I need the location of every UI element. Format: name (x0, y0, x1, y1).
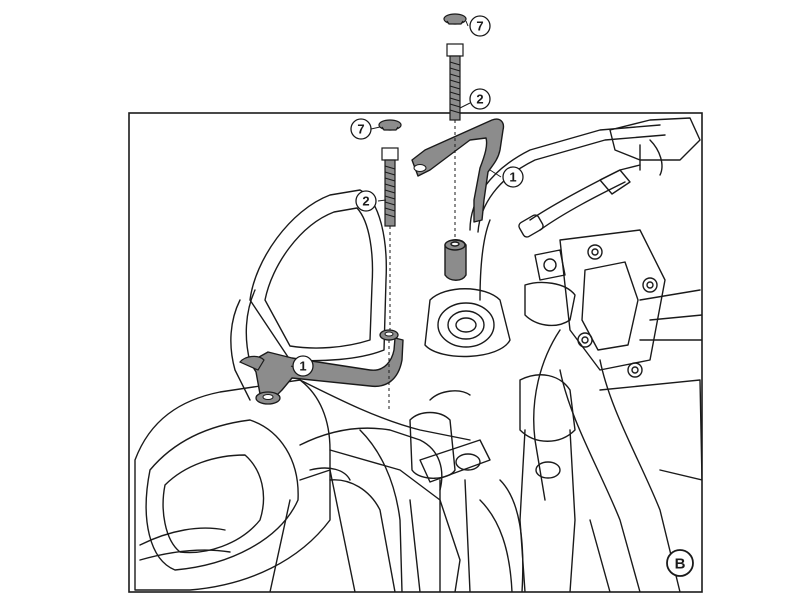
callout-7-top: 7 (469, 15, 491, 37)
callout-7-left-label: 7 (357, 122, 364, 137)
right-bracket (411, 118, 505, 223)
callout-2-left-label: 2 (362, 194, 369, 209)
callout-2-top: 2 (469, 88, 491, 110)
left-bracket (239, 329, 404, 405)
callout-1-left: 1 (292, 355, 314, 377)
screw-cap-top (443, 13, 467, 25)
callout-1-left-label: 1 (299, 359, 306, 374)
callout-7-top-label: 7 (476, 19, 483, 34)
screw-top (446, 43, 464, 121)
callout-1-right-label: 1 (509, 170, 516, 185)
screw-cap-left (378, 119, 402, 131)
assembly-axis-lines (388, 120, 456, 410)
diagram-frame (128, 112, 703, 593)
callout-1-right: 1 (502, 166, 524, 188)
callout-2-top-label: 2 (476, 92, 483, 107)
callout-2-left: 2 (355, 190, 377, 212)
windscreen (249, 189, 387, 362)
view-label-text: B (675, 556, 686, 573)
headlight-fairing (134, 379, 331, 591)
callout-7-left: 7 (350, 118, 372, 140)
motorcycle-front-illustration (134, 117, 702, 592)
view-label: B (666, 549, 694, 577)
